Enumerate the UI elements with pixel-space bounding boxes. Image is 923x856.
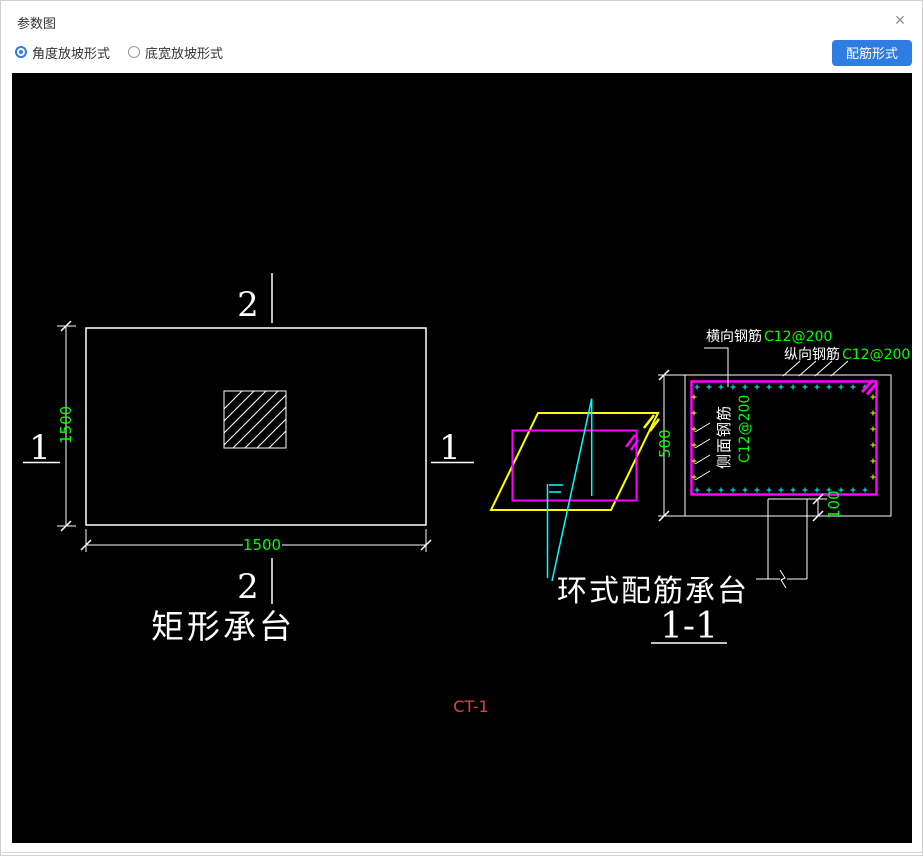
hatch-lines: [224, 391, 286, 448]
side-rebar-leaders: [694, 422, 711, 481]
section-concrete-outline: [684, 374, 892, 517]
plan-width-dimension: [80, 529, 432, 552]
radio-selected-icon[interactable]: [15, 46, 27, 58]
radio-bottomwidth-slope[interactable]: 底宽放坡形式: [128, 43, 223, 62]
rebar-config-button[interactable]: 配筋形式: [832, 40, 912, 66]
break-symbol: [779, 569, 787, 589]
section-label-1-1: 1-1: [660, 606, 718, 647]
section-mark-2-bottom: 2: [237, 567, 259, 607]
radio-angle-slope[interactable]: 角度放坡形式: [15, 43, 110, 62]
iso-cut-plane: [546, 398, 593, 582]
iso-magenta-break-marks: [625, 434, 640, 451]
section-mark-2-top: 2: [237, 285, 259, 325]
plan-view-title: 矩形承台: [151, 607, 295, 646]
close-icon[interactable]: ×: [894, 10, 906, 30]
radio-angle-slope-label: 角度放坡形式: [32, 45, 111, 61]
plan-height-dimension: [57, 320, 76, 532]
transverse-rebar-spec: C12@200: [764, 329, 832, 345]
iso-rebar-ring: [511, 429, 638, 502]
radio-bottomwidth-slope-label: 底宽放坡形式: [145, 45, 224, 61]
plan-width-dim-text: 1500: [243, 536, 281, 554]
section-mark-1-right: 1: [439, 428, 461, 468]
drawing-caption: CT-1: [453, 697, 488, 716]
iso-top-face: [489, 412, 660, 511]
slope-type-radios: 角度放坡形式 底宽放坡形式: [15, 43, 223, 62]
side-rebar-label: 侧面钢筋: [715, 405, 733, 469]
side-rebar-spec: C12@200: [737, 395, 753, 463]
dialog-bottom-border: [1, 852, 922, 853]
plan-view: 2 2 1 1 1500 1500 矩形承台: [23, 273, 474, 646]
dialog-title: 参数图: [17, 16, 57, 31]
section-corner-break-marks: [860, 378, 878, 396]
iso-view-title: 环式配筋承台: [557, 574, 749, 609]
section-height-dimension: [658, 369, 685, 522]
cad-drawing: 2 2 1 1 1500 1500 矩形承台: [23, 273, 910, 716]
longitudinal-rebar-label: 纵向钢筋: [784, 346, 840, 363]
longitudinal-rebar-spec: C12@200: [842, 347, 910, 363]
section-mark-1-left: 1: [29, 428, 51, 468]
section-offset-dim-text: 100: [825, 490, 843, 519]
longitudinal-leader-hatch: [782, 360, 849, 377]
dialog-titlebar: 参数图 ×: [1, 1, 922, 37]
pile-stub: [756, 499, 808, 589]
section-offset-dimension: [768, 493, 827, 522]
plan-height-dim-text: 1500: [57, 406, 75, 444]
iso-yellow-break-marks: [643, 414, 660, 432]
iso-view: 环式配筋承台 1-1: [489, 398, 749, 647]
radio-unselected-icon[interactable]: [128, 46, 141, 58]
section-rebar-ring: [690, 380, 878, 496]
pile-cap-outline: [85, 327, 427, 526]
transverse-rebar-label: 横向钢筋: [706, 328, 762, 345]
transverse-leader: [704, 347, 729, 387]
section-view: 横向钢筋 C12@200 纵向钢筋 C12@200 侧面钢筋 C12@200 5…: [656, 328, 910, 589]
side-rebar-dots: [691, 394, 876, 480]
transverse-rebar-dots: [694, 384, 868, 493]
cad-drawing-canvas: 2 2 1 1 1500 1500 矩形承台: [12, 73, 912, 843]
section-height-dim-text: 500: [656, 429, 674, 458]
